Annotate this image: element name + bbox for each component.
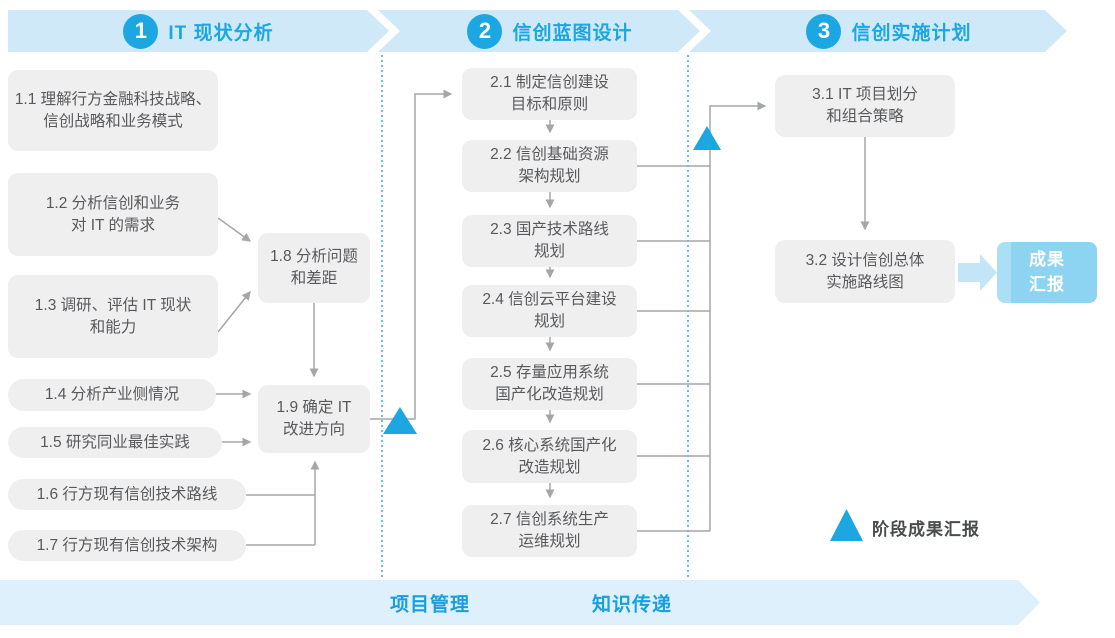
box-1-3: 1.3 调研、评估 IT 现状 和能力 [8,275,218,358]
legend-label: 阶段成果汇报 [872,520,980,539]
gray-connectors [216,89,870,546]
box-1-5: 1.5 研究同业最佳实践 [8,427,222,458]
box-1-4: 1.4 分析产业侧情况 [8,379,216,411]
phase-divider-dotted-lines [381,55,689,578]
box-2-6: 2.6 核心系统国产化 改造规划 [462,430,637,483]
connector-1-2-to-1-8 [217,217,252,242]
box-2-4: 2.4 信创云平台建设 规划 [462,285,637,337]
legend-triangle-icon [830,509,863,541]
box-2-7: 2.7 信创系统生产 运维规划 [462,505,637,557]
phase-1-number-badge: 1 [123,14,158,49]
phase-2-title: 信创蓝图设计 [512,22,633,44]
phase-banner-1: 1 IT 现状分析 [8,10,389,52]
box-3-1: 3.1 IT 项目划分 和组合策略 [775,75,955,137]
block-arrow-to-result [958,254,997,291]
box-1-1: 1.1 理解行方金融科技战略、 信创战略和业务模式 [8,70,218,151]
phase-1-title: IT 现状分析 [168,22,274,44]
footer-label-project-management: 项目管理 [390,594,471,615]
box-1-9: 1.9 确定 IT 改进方向 [258,385,370,453]
phase-3-number-badge: 3 [806,14,841,49]
collector-to-3-1 [709,101,767,531]
box-1-8: 1.8 分析问题 和差距 [258,233,370,303]
milestone-triangle-phase-1 [383,407,417,434]
box-2-5: 2.5 存量应用系统 国产化改造规划 [462,358,637,410]
result-report-box: 成果 汇报 [997,242,1097,303]
phase-banner-2: 2 信创蓝图设计 [378,10,700,52]
box-2-2: 2.2 信创基础资源 架构规划 [462,140,637,192]
milestone-triangle-phase-2 [693,126,721,150]
footer-label-knowledge-transfer: 知识传递 [592,594,673,615]
connector-1-3-to-1-8 [217,290,251,333]
box-2-1: 2.1 制定信创建设 目标和原则 [462,68,637,120]
phase-banner-3: 3 信创实施计划 [689,10,1067,52]
box-1-2: 1.2 分析信创和业务 对 IT 的需求 [8,173,218,256]
footer-banner: 项目管理 知识传递 [0,580,1040,625]
phase-3-title: 信创实施计划 [851,22,972,44]
box-1-6: 1.6 行方现有信创技术路线 [8,479,246,510]
box-1-7: 1.7 行方现有信创技术架构 [8,530,246,561]
milestone-triangles [383,126,863,541]
box-3-2: 3.2 设计信创总体 实施路线图 [775,240,955,303]
box-2-3: 2.3 国产技术路线 规划 [462,215,637,267]
phase-2-number-badge: 2 [467,14,502,49]
